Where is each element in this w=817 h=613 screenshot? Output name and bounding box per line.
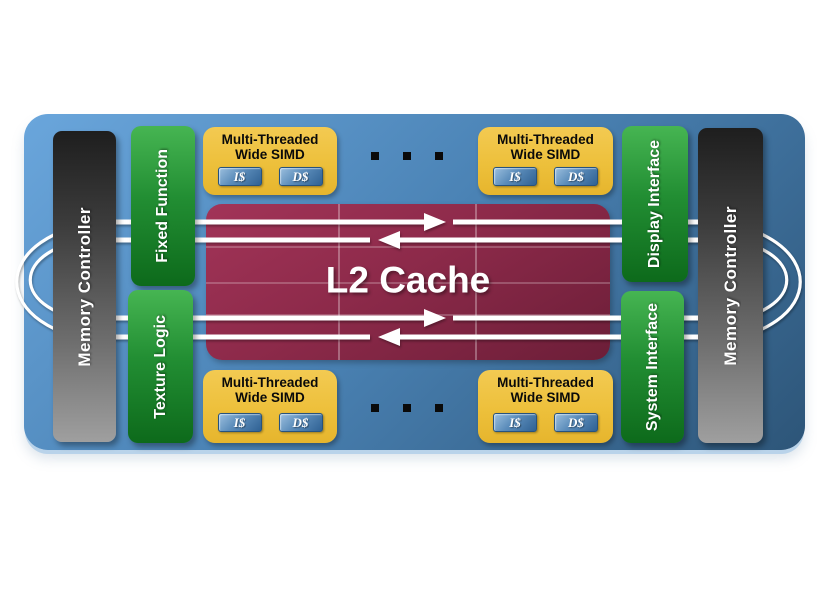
simd-title-line2: Wide SIMD xyxy=(235,390,305,405)
fixed-function-block: Fixed Function xyxy=(131,126,195,286)
l2-cache-label: L2 Cache xyxy=(325,259,491,301)
simd-title-line2: Wide SIMD xyxy=(510,147,581,162)
cache-chip-row: I$ D$ xyxy=(217,413,323,432)
data-cache-chip: D$ xyxy=(554,413,598,432)
simd-title-line1: Multi-Threaded xyxy=(221,375,319,390)
simd-box-top-right: Multi-Threaded Wide SIMD I$ D$ xyxy=(478,127,613,195)
simd-title-line2: Wide SIMD xyxy=(510,390,581,405)
l2-grid-line-vertical xyxy=(338,204,340,360)
memory-controller-right: Memory Controller xyxy=(698,128,763,443)
memory-controller-left: Memory Controller xyxy=(53,131,116,442)
system-interface-label: System Interface xyxy=(643,302,661,432)
instruction-cache-chip: I$ xyxy=(217,413,262,432)
simd-title: Multi-Threaded Wide SIMD xyxy=(497,132,594,162)
data-cache-chip: D$ xyxy=(278,167,323,186)
cache-chip-row: I$ D$ xyxy=(493,167,598,186)
simd-title: Multi-Threaded Wide SIMD xyxy=(222,375,319,405)
simd-title-line1: Multi-Threaded xyxy=(497,375,594,390)
instruction-cache-chip: I$ xyxy=(217,167,262,186)
l2-cache-block: L2 Cache xyxy=(206,204,610,360)
simd-title-line1: Multi-Threaded xyxy=(497,132,594,147)
texture-logic-block: Texture Logic xyxy=(128,290,193,443)
ellipsis-dot xyxy=(371,404,379,412)
l2-grid-line-vertical xyxy=(475,204,477,360)
data-cache-chip: D$ xyxy=(554,167,598,186)
simd-title-line2: Wide SIMD xyxy=(235,147,305,162)
instruction-cache-chip: I$ xyxy=(493,413,537,432)
ellipsis-dot xyxy=(371,152,379,160)
display-interface-block: Display Interface xyxy=(622,126,688,282)
ellipsis-dot xyxy=(403,152,411,160)
l2-grid-line-horizontal xyxy=(206,246,610,248)
system-interface-block: System Interface xyxy=(621,291,684,443)
simd-box-bottom-left: Multi-Threaded Wide SIMD I$ D$ xyxy=(203,370,337,443)
l2-grid-line-horizontal xyxy=(206,314,610,316)
ellipsis-dot xyxy=(435,152,443,160)
texture-logic-label: Texture Logic xyxy=(151,314,169,419)
memory-controller-right-label: Memory Controller xyxy=(720,205,740,366)
cache-chip-row: I$ D$ xyxy=(493,413,598,432)
simd-title-line1: Multi-Threaded xyxy=(221,132,319,147)
simd-title: Multi-Threaded Wide SIMD xyxy=(497,375,594,405)
simd-box-top-left: Multi-Threaded Wide SIMD I$ D$ xyxy=(203,127,337,195)
fixed-function-label: Fixed Function xyxy=(154,149,171,263)
l2-grid-line-horizontal xyxy=(206,282,610,284)
cache-chip-row: I$ D$ xyxy=(217,167,323,186)
ellipsis-dot xyxy=(403,404,411,412)
memory-controller-left-label: Memory Controller xyxy=(74,206,94,367)
data-cache-chip: D$ xyxy=(278,413,323,432)
simd-box-bottom-right: Multi-Threaded Wide SIMD I$ D$ xyxy=(478,370,613,443)
display-interface-label: Display Interface xyxy=(646,139,663,269)
simd-title: Multi-Threaded Wide SIMD xyxy=(222,132,319,162)
ellipsis-dot xyxy=(435,404,443,412)
instruction-cache-chip: I$ xyxy=(493,167,537,186)
